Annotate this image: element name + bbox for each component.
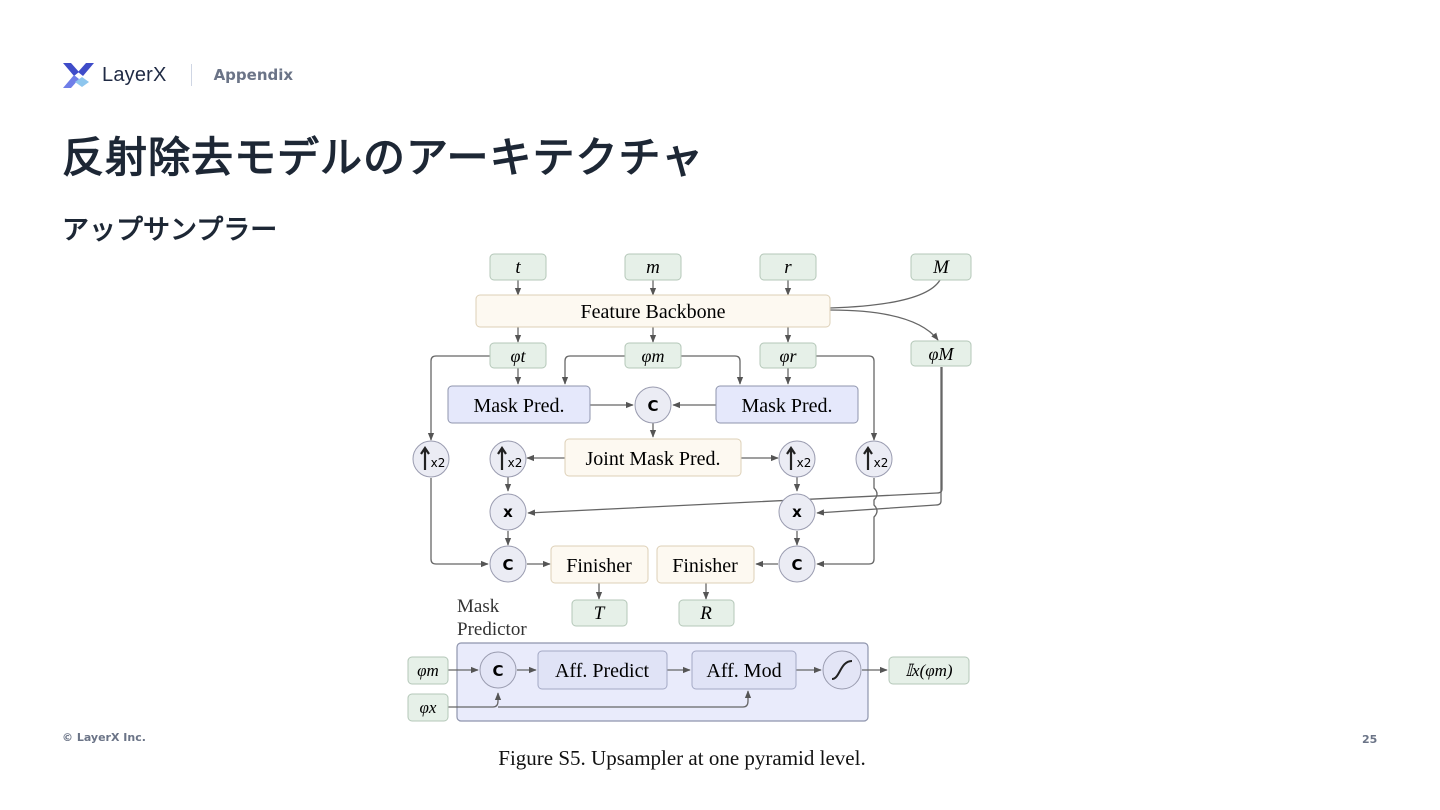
mp-input-phi-x-label: φx <box>420 698 437 717</box>
header-brand: LayerX Appendix <box>62 60 293 90</box>
multiply-right-label: x <box>792 503 802 521</box>
finisher-right-label: Finisher <box>672 555 738 577</box>
mp-input-phi-m: φm <box>407 656 449 685</box>
finisher-left-label: Finisher <box>566 555 632 577</box>
upsample-inner-left: x2 <box>489 440 527 478</box>
input-M: M <box>910 253 972 281</box>
input-t-label: t <box>515 257 521 278</box>
aff-predict: Aff. Predict <box>537 650 668 690</box>
feature-phi-r: φr <box>759 342 817 369</box>
page-title: 反射除去モデルのアーキテクチャ <box>62 133 705 182</box>
upsampler-diagram: t m r M Feature Backbone φt φm φr φM Mas… <box>407 253 972 722</box>
upsample-label: x2 <box>797 456 812 470</box>
mp-input-phi-x: φx <box>407 693 449 722</box>
mask-predictor-label-1: Mask <box>457 596 500 617</box>
aff-predict-label: Aff. Predict <box>555 660 649 682</box>
finisher-right: Finisher <box>656 545 755 584</box>
output-R-label: R <box>699 603 712 624</box>
multiply-node-left: x <box>489 493 527 531</box>
input-t: t <box>489 253 547 281</box>
upsample-label: x2 <box>508 456 523 470</box>
mask-predictor-label-2: Predictor <box>457 619 527 640</box>
concat-node-left: C <box>489 545 527 583</box>
up-arrow-icon <box>497 446 507 470</box>
aff-mod-label: Aff. Mod <box>706 660 781 682</box>
page-subtitle: アップサンプラー <box>62 215 278 246</box>
concat-top-label: C <box>647 397 658 415</box>
figure-caption: Figure S5. Upsampler at one pyramid leve… <box>498 746 866 770</box>
feature-phi-r-label: φr <box>780 346 798 366</box>
output-R: R <box>678 599 735 627</box>
up-arrow-icon <box>863 446 873 470</box>
up-arrow-icon <box>786 446 796 470</box>
upsample-label: x2 <box>431 456 446 470</box>
aff-mod: Aff. Mod <box>691 650 797 690</box>
finisher-left: Finisher <box>550 545 649 584</box>
joint-mask-pred-label: Joint Mask Pred. <box>586 448 721 470</box>
concat-node-right: C <box>778 545 816 583</box>
up-arrow-icon <box>420 446 430 470</box>
mp-output: 𝕀x(φm) <box>888 656 970 685</box>
input-m-label: m <box>646 257 660 278</box>
sigmoid-icon <box>831 660 853 680</box>
input-M-label: M <box>932 257 950 278</box>
feature-phi-M-label: φM <box>929 344 955 364</box>
upsample-outer-left: x2 <box>412 440 450 478</box>
feature-backbone-label: Feature Backbone <box>581 301 726 323</box>
output-T-label: T <box>594 603 606 624</box>
mask-pred-left: Mask Pred. <box>447 385 591 424</box>
input-r: r <box>759 253 817 281</box>
page-number: 25 <box>1362 733 1378 746</box>
multiply-node-right: x <box>778 493 816 531</box>
section-label: Appendix <box>213 66 294 84</box>
concat-left-label: C <box>502 556 513 574</box>
mask-pred-left-label: Mask Pred. <box>473 395 564 417</box>
upsample-label: x2 <box>874 456 889 470</box>
concat-right-label: C <box>791 556 802 574</box>
multiply-left-label: x <box>503 503 513 521</box>
feature-phi-M: φM <box>910 340 972 367</box>
mask-pred-right: Mask Pred. <box>715 385 859 424</box>
feature-phi-m: φm <box>624 342 682 369</box>
feature-phi-t-label: φt <box>511 346 527 366</box>
brand-name: LayerX <box>102 63 167 86</box>
joint-mask-pred: Joint Mask Pred. <box>564 438 742 477</box>
header-divider <box>190 64 192 86</box>
input-r-label: r <box>784 257 792 278</box>
sigmoid-node <box>822 650 862 690</box>
layerx-logo-icon <box>63 63 94 88</box>
mp-concat-label: C <box>492 662 503 680</box>
mp-concat-node: C <box>479 651 517 689</box>
upsample-outer-right: x2 <box>855 440 893 478</box>
mask-pred-right-label: Mask Pred. <box>741 395 832 417</box>
concat-node-top: C <box>634 386 672 424</box>
feature-backbone: Feature Backbone <box>475 294 831 328</box>
input-m: m <box>624 253 682 281</box>
mp-input-phi-m-label: φm <box>417 661 439 680</box>
output-T: T <box>571 599 628 627</box>
upsample-inner-right: x2 <box>778 440 816 478</box>
mp-output-label: 𝕀x(φm) <box>905 661 953 680</box>
feature-phi-m-label: φm <box>642 346 665 366</box>
copyright: © LayerX Inc. <box>62 731 146 744</box>
feature-phi-t: φt <box>489 342 547 369</box>
